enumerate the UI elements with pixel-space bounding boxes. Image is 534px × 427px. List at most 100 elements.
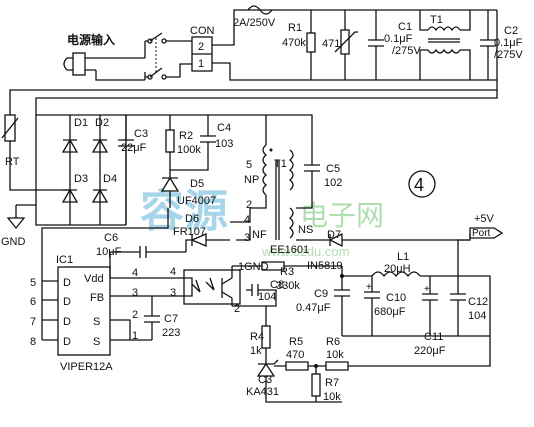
l1-label: L1	[397, 251, 409, 263]
optocoupler: 2	[176, 266, 241, 315]
c9-value: 0.47μF	[296, 302, 331, 314]
c1-value: 0.1μF	[384, 33, 413, 45]
connector-con: CON 2 1	[190, 25, 215, 72]
resistor-r7: R7 10k	[311, 366, 341, 403]
inductor-l1: L1 20μH	[371, 251, 421, 278]
c12-label: C12	[468, 296, 488, 308]
resistor-r5: R5 470	[274, 336, 316, 371]
resistor-r4: R4 1k	[250, 306, 271, 364]
c10-value: 680μF	[374, 306, 406, 318]
capacitor-c12: C12 104	[450, 276, 488, 336]
c3-label: C3	[134, 128, 148, 140]
port-label: Port	[472, 228, 491, 239]
r5-value: 470	[286, 349, 304, 361]
ic-pin-d1: D	[63, 277, 71, 289]
pin6: 6	[30, 296, 36, 308]
pin3: 3	[132, 287, 138, 299]
capacitor-c9: C9 0.47μF	[296, 276, 350, 336]
c4-value: 103	[215, 138, 233, 150]
watermark-net-text: 电子网	[300, 200, 384, 231]
t1-gnd: 1GND	[238, 261, 269, 273]
pin2: 2	[132, 309, 138, 321]
watermark-url: www.dzdu.com	[261, 244, 349, 259]
capacitor-c10: + C10 680μF	[364, 276, 406, 336]
pin1: 1	[132, 330, 138, 342]
line-rails	[212, 9, 497, 81]
c7-value: 223	[162, 327, 180, 339]
c7-label: C7	[164, 313, 178, 325]
ground-symbol: GND	[1, 204, 36, 248]
c2-value: 0.1μF	[494, 37, 523, 49]
ka431-ref-label: C3	[258, 374, 272, 386]
capacitor-c2: C2 0.1μF /275V	[480, 10, 523, 80]
gnd-label: GND	[1, 236, 26, 248]
output-rails	[342, 275, 491, 337]
r7-label: R7	[325, 377, 339, 389]
resistor-r3: R3 330k	[232, 261, 343, 292]
c3-value: 22μF	[121, 142, 147, 154]
r2-value: 100k	[177, 144, 201, 156]
pin7: 7	[30, 316, 36, 328]
ic-part: VIPER12A	[60, 361, 113, 373]
c11-label: C11	[424, 331, 443, 343]
c10-label: C10	[386, 292, 406, 304]
resistor-r6: R6 10k	[316, 336, 491, 371]
d2-label: D2	[95, 117, 109, 129]
bridge-rectifier: D1 D2 D3 D4	[35, 114, 127, 226]
ic-pin-d3: D	[63, 316, 71, 328]
t1-pin2: 2	[246, 199, 252, 211]
r5-label: R5	[289, 336, 303, 348]
plug-icon	[63, 52, 96, 76]
ic-viper12a: IC1 D D D D Vdd FB S S 5 6 7 8 4 3 2 1 V…	[30, 208, 176, 373]
vout-label: +5V	[474, 213, 495, 225]
switch-icon	[144, 32, 192, 80]
capacitor-c3: C3 22μF	[118, 115, 148, 225]
fuse-icon	[247, 5, 273, 15]
t1-core: EE1601	[270, 244, 309, 256]
transformer-t1: 5 NP 2 4 3 NF T1 NS EE1601 1GND	[230, 115, 313, 273]
diode-d5: D5 UF4007	[160, 170, 216, 208]
diode-d6: D6 FR107	[173, 213, 230, 252]
ic-pin-s2: S	[93, 336, 100, 348]
con-pin2: 2	[198, 41, 204, 53]
t1-pin5: 5	[246, 159, 252, 171]
fuse-rating: 2A/250V	[233, 17, 276, 29]
varistor-label: 471	[322, 38, 340, 50]
feed-wires	[9, 10, 498, 115]
ic-pin-fb: FB	[90, 292, 104, 304]
thermistor-rt: RT	[1, 110, 36, 191]
c2-rating: /275V	[494, 49, 523, 61]
opto-pin3: 3	[170, 287, 176, 299]
pin4: 4	[132, 267, 138, 279]
opto-pin2: 2	[234, 303, 240, 315]
r4-label: R4	[250, 331, 264, 343]
con-pin1: 1	[198, 58, 204, 70]
r1-label: R1	[288, 22, 302, 34]
c8-value: 104	[258, 291, 276, 303]
r1-value: 470k	[282, 37, 306, 49]
t1-top-label: T1	[430, 14, 443, 26]
resistor-r1: R1 470k	[282, 10, 316, 80]
c1-label: C1	[398, 21, 412, 33]
resistor-r2: R2 100k	[165, 115, 201, 170]
c12-value: 104	[468, 310, 486, 322]
ic-pin-s1: S	[93, 316, 100, 328]
r6-value: 10k	[326, 349, 344, 361]
t1-pin3: 3	[244, 232, 250, 244]
c8-label: C8	[270, 279, 284, 291]
r4-value: 1k	[250, 345, 262, 357]
capacitor-c8: C8 104	[232, 279, 284, 307]
t1-pin4: 4	[244, 214, 250, 226]
d4-label: D4	[103, 173, 117, 185]
capacitor-c5: C5 102	[266, 114, 342, 209]
r7-value: 10k	[323, 391, 341, 403]
capacitor-c4: C4 103	[170, 115, 233, 171]
varistor-471: 471	[322, 10, 358, 80]
c4-label: C4	[217, 122, 231, 134]
mains-input-label: 电源输入	[67, 32, 115, 47]
ka431-label: KA431	[246, 386, 279, 398]
t1-np: NP	[244, 174, 259, 186]
d7-label: D7	[327, 229, 341, 241]
ic1-label: IC1	[56, 254, 73, 266]
